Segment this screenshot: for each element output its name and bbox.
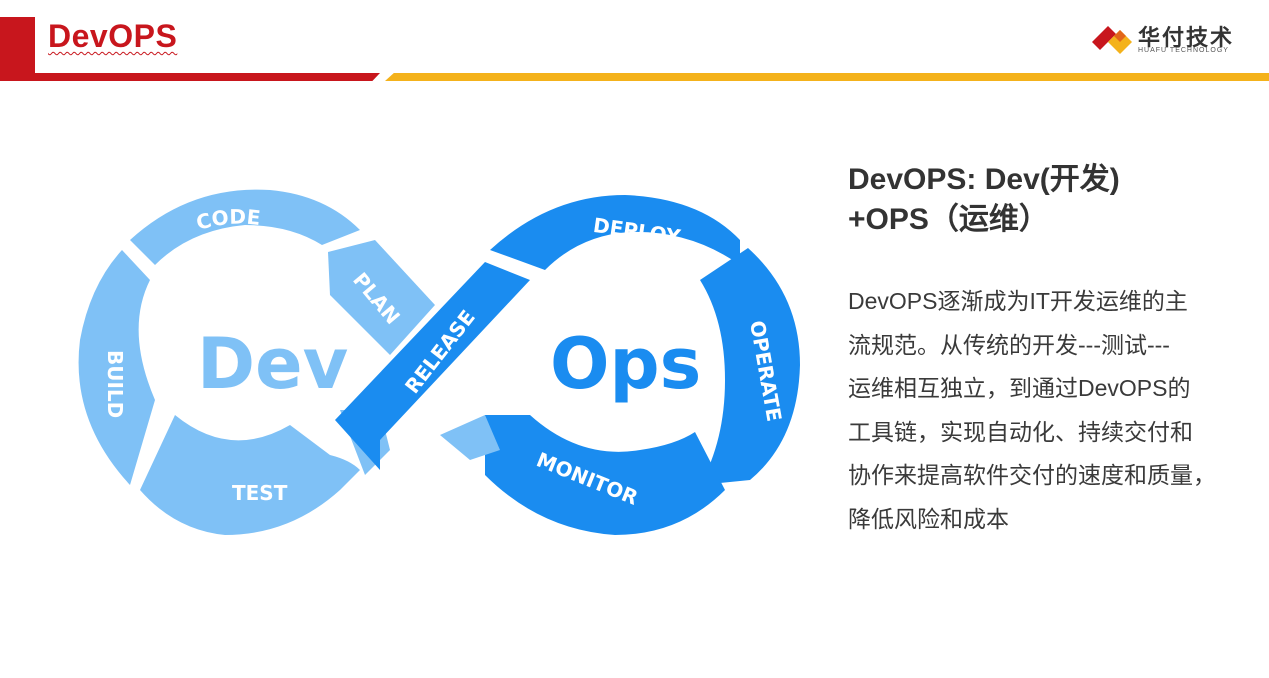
dev-label: Dev [197, 323, 348, 405]
header-divider-gold [385, 73, 1269, 81]
info-body-line: 降低风险和成本 [848, 505, 1009, 532]
label-build: BUILD [103, 350, 127, 418]
info-body-line: DevOPS逐渐成为IT开发运维的主 [848, 288, 1188, 314]
segment-test [140, 415, 360, 535]
page-title: DevOPS [48, 18, 178, 54]
segment-monitor [485, 415, 725, 535]
segment-code [130, 189, 360, 265]
label-test: TEST [232, 481, 288, 505]
logo-mark-icon [1092, 26, 1132, 54]
company-logo: 华付技术 HUAFU TECHNOLOGY [1092, 20, 1252, 60]
ops-loop [335, 195, 800, 535]
info-body-line: 运维相互独立，到通过DevOPS的 [848, 375, 1191, 401]
segment-release [335, 262, 530, 470]
info-body: DevOPS逐渐成为IT开发运维的主 流规范。从传统的开发---测试--- 运维… [848, 280, 1228, 541]
info-body-line: 协作来提高软件交付的速度和质量， [848, 462, 1216, 488]
segment-ops-bridge [440, 415, 500, 460]
ops-label: Ops [550, 323, 701, 405]
header-accent-block [0, 17, 35, 75]
header-divider-red [0, 73, 380, 81]
devops-infinity-diagram: CODE PLAN BUILD TEST RELEASE DEPLOY OPER… [78, 189, 800, 535]
header-divider [0, 73, 1269, 81]
info-title-line: +OPS（运维） [848, 203, 1049, 236]
segment-deploy [490, 195, 740, 270]
info-body-line: 工具链，实现自动化、持续交付和 [848, 418, 1193, 445]
info-title: DevOPS: Dev(开发) +OPS（运维） [848, 160, 1248, 240]
info-title-line: DevOPS: Dev(开发) [848, 163, 1120, 196]
segment-plan [328, 240, 435, 355]
segment-build [78, 250, 155, 485]
segment-operate [700, 248, 800, 485]
logo-text: 华付技术 [1138, 25, 1235, 50]
logo-subtext: HUAFU TECHNOLOGY [1138, 47, 1229, 54]
info-body-line: 流规范。从传统的开发---测试--- [848, 331, 1170, 358]
